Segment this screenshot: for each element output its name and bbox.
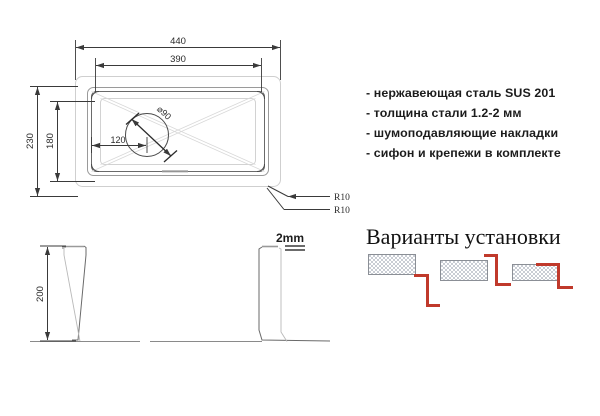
sink-edge-horizontal xyxy=(414,274,428,277)
sink-edge-horizontal xyxy=(484,254,498,257)
section-right-profile xyxy=(150,245,331,342)
sink-flange xyxy=(87,87,269,176)
sink-edge-horizontal xyxy=(536,263,560,266)
sink-wall-vertical xyxy=(495,254,498,285)
dim-label-440: 440 xyxy=(170,36,186,47)
dim-inner-height xyxy=(50,101,95,182)
dim-overall-height xyxy=(30,86,78,197)
sink-base-horizontal xyxy=(495,283,511,286)
sink-base-horizontal xyxy=(426,304,440,307)
dim-inner-width xyxy=(95,58,262,92)
countertop-slab xyxy=(440,260,488,281)
spec-line-thickness: - толщина стали 1.2-2 мм xyxy=(366,106,522,120)
radius-label-2: R10 xyxy=(334,206,350,216)
dim-drain-diameter xyxy=(125,112,178,163)
dim-label-2mm: 2mm xyxy=(276,231,304,245)
sink-bowl-top xyxy=(91,91,265,172)
countertop-slab xyxy=(368,254,416,275)
sink-bowl-bottom xyxy=(100,98,256,165)
dim-depth xyxy=(40,245,76,342)
install-option-undermount xyxy=(366,252,442,312)
countertop-slab xyxy=(512,264,560,281)
top-view-sink xyxy=(75,76,281,187)
sink-outer-rim xyxy=(75,76,281,187)
sink-wall-vertical xyxy=(426,274,429,307)
dim-label-230: 230 xyxy=(25,133,36,149)
specification-list: - нержавеющая сталь SUS 201 - толщина ст… xyxy=(366,83,594,163)
spec-line-material: - нержавеющая сталь SUS 201 xyxy=(366,86,556,100)
bowl-bottom-hatch xyxy=(162,170,188,173)
dim-label-200: 200 xyxy=(35,286,46,302)
sink-wall-vertical xyxy=(557,263,560,288)
sink-corner-radii xyxy=(91,91,265,172)
dim-label-120: 120 xyxy=(110,135,125,145)
section-left-profile xyxy=(30,245,140,342)
install-option-flushmount xyxy=(438,252,514,312)
install-option-topmount xyxy=(512,252,588,312)
install-options-figures xyxy=(366,252,596,312)
spec-line-siphon: - сифон и крепежи в комплекте xyxy=(366,146,561,160)
dim-label-390: 390 xyxy=(170,54,186,65)
radius-leaders xyxy=(266,185,330,210)
spec-line-soundpads: - шумоподавляющие накладки xyxy=(366,126,559,140)
sink-taper-lines xyxy=(91,91,265,172)
sink-base-horizontal xyxy=(557,286,573,289)
dim-overall-width xyxy=(75,40,281,80)
dim-thickness-ticks xyxy=(285,245,305,251)
dim-label-diameter: ⌀90 xyxy=(155,104,173,122)
dim-label-180: 180 xyxy=(45,133,56,149)
radius-label-1: R10 xyxy=(334,193,350,203)
install-options-title: Варианты установки xyxy=(366,224,561,249)
